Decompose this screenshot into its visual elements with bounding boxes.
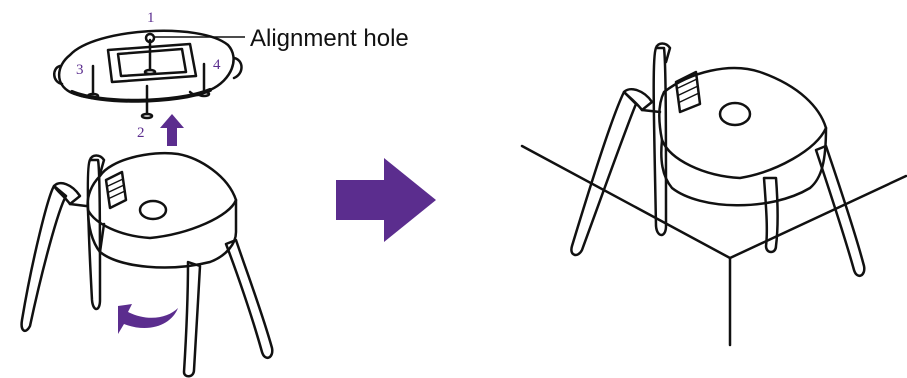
screw-1-icon: [145, 40, 155, 74]
device-icon: [22, 153, 273, 376]
rotate-arrow-icon: [118, 304, 178, 334]
ceiling-icon: [522, 146, 906, 345]
right-arrow-icon: [336, 158, 436, 242]
alignment-hole-label: Alignment hole: [250, 25, 409, 52]
up-arrow-icon: [160, 114, 184, 146]
mounted-device-icon: [571, 44, 864, 276]
screw-3-icon: [88, 66, 98, 98]
screw-number-4: 4: [213, 57, 221, 73]
screw-number-1: 1: [147, 10, 155, 26]
screw-number-2: 2: [137, 125, 145, 141]
screw-4-icon: [199, 64, 209, 96]
screw-number-3: 3: [76, 62, 84, 78]
